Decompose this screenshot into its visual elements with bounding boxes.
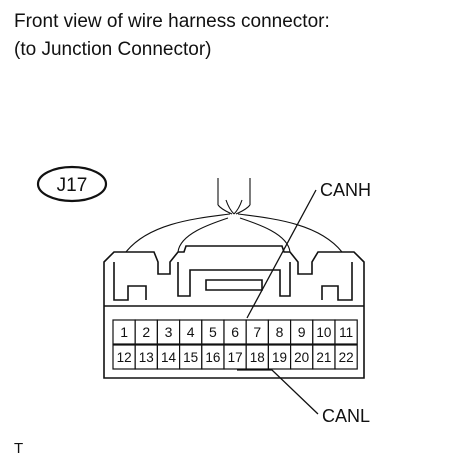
pin-number: 15 (183, 350, 198, 365)
pin-number: 6 (231, 324, 239, 340)
pin-number: 1 (120, 324, 128, 340)
pin-number: 7 (253, 324, 261, 340)
pin-number: 19 (272, 350, 287, 365)
pin-number: 16 (205, 350, 220, 365)
pin-number: 13 (139, 350, 154, 365)
pin-number: 12 (117, 350, 132, 365)
callout-leaders (237, 189, 319, 415)
canl-leader-line (237, 369, 319, 415)
pin-number: 17 (228, 350, 243, 365)
caption-line-2: (to Junction Connector) (14, 39, 212, 60)
pin-number: 8 (276, 324, 284, 340)
pin-number: 4 (187, 324, 195, 340)
footer-mark: T (14, 440, 24, 457)
pin-cell (334, 344, 358, 370)
pin-number: 11 (339, 325, 353, 340)
pin-number: 21 (316, 350, 331, 365)
connector-id-badge: J17 (36, 165, 108, 203)
connector-id-label: J17 (57, 175, 88, 196)
pin-number: 20 (294, 350, 309, 365)
pin-number: 18 (250, 350, 265, 365)
canl-label: CANL (322, 406, 370, 426)
pin-number: 5 (209, 324, 217, 340)
pin-number: 2 (142, 324, 150, 340)
pin-cell (334, 319, 358, 345)
canh-leader-line (246, 189, 317, 319)
pin-number: 9 (298, 324, 306, 340)
pin-number: 14 (161, 350, 177, 365)
wire-bundle (125, 178, 343, 253)
pin-number: 22 (339, 350, 354, 365)
pin-number: 10 (316, 325, 331, 340)
canh-label: CANH (320, 180, 371, 200)
caption-line-1: Front view of wire harness connector: (14, 11, 330, 32)
pin-number: 3 (165, 324, 173, 340)
